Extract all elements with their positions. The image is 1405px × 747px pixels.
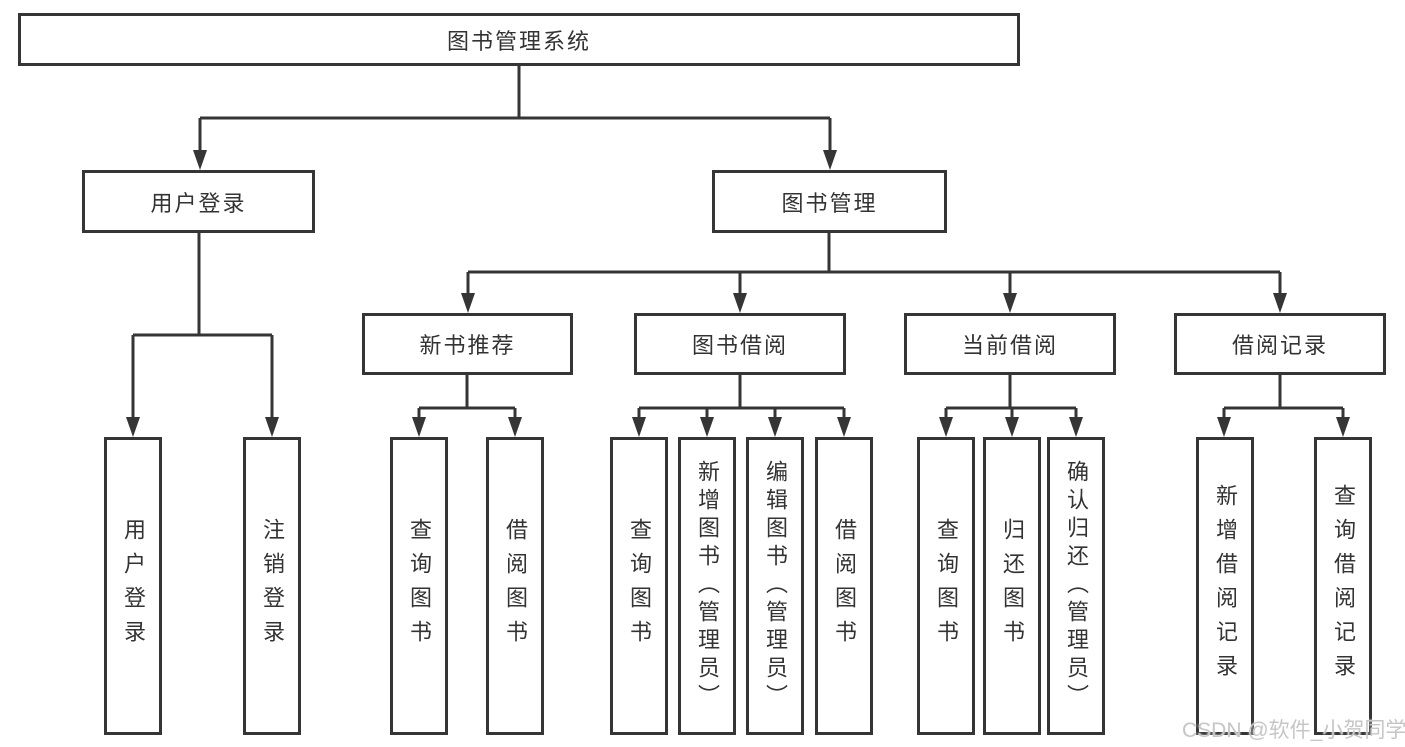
node-leaf-query-books-1: 查询图书 bbox=[390, 437, 448, 735]
node-leaf-query-borrow-record-label: 查询借阅记录 bbox=[1331, 484, 1356, 688]
node-leaf-add-borrow-record: 新增借阅记录 bbox=[1196, 437, 1254, 735]
node-leaf-borrow-books-1-label: 借阅图书 bbox=[503, 518, 528, 654]
node-new-book-recommend: 新书推荐 bbox=[362, 313, 573, 375]
node-leaf-borrow-books-2: 借阅图书 bbox=[815, 437, 873, 735]
node-user-login: 用户登录 bbox=[82, 170, 315, 233]
node-leaf-logout-label: 注销登录 bbox=[260, 518, 285, 654]
node-leaf-add-books-admin-label: 新增图书（管理员） bbox=[695, 460, 720, 712]
node-leaf-logout: 注销登录 bbox=[243, 437, 301, 735]
node-leaf-return-books: 归还图书 bbox=[983, 437, 1041, 735]
node-user-login-label: 用户登录 bbox=[150, 190, 247, 216]
node-leaf-user-login: 用户登录 bbox=[104, 437, 162, 735]
node-leaf-borrow-books-2-label: 借阅图书 bbox=[832, 518, 857, 654]
node-leaf-confirm-return-admin: 确认归还（管理员） bbox=[1047, 437, 1105, 735]
node-leaf-add-borrow-record-label: 新增借阅记录 bbox=[1213, 484, 1238, 688]
node-leaf-query-books-3: 查询图书 bbox=[917, 437, 975, 735]
node-borrow-records: 借阅记录 bbox=[1174, 313, 1386, 375]
node-leaf-query-books-1-label: 查询图书 bbox=[407, 518, 432, 654]
node-leaf-add-books-admin: 新增图书（管理员） bbox=[678, 437, 736, 735]
node-current-borrow-label: 当前借阅 bbox=[961, 333, 1058, 358]
node-leaf-query-borrow-record: 查询借阅记录 bbox=[1314, 437, 1372, 735]
node-leaf-return-books-label: 归还图书 bbox=[1000, 518, 1025, 654]
node-leaf-borrow-books-1: 借阅图书 bbox=[486, 437, 544, 735]
node-book-borrow-label: 图书借阅 bbox=[691, 333, 788, 358]
node-borrow-records-label: 借阅记录 bbox=[1231, 333, 1328, 358]
node-book-management-label: 图书管理 bbox=[781, 190, 878, 216]
node-root: 图书管理系统 bbox=[18, 13, 1020, 66]
node-leaf-edit-books-admin-label: 编辑图书（管理员） bbox=[763, 460, 788, 712]
node-leaf-query-books-3-label: 查询图书 bbox=[934, 518, 959, 654]
node-leaf-query-books-2: 查询图书 bbox=[610, 437, 668, 735]
node-leaf-confirm-return-admin-label: 确认归还（管理员） bbox=[1064, 460, 1089, 712]
node-leaf-query-books-2-label: 查询图书 bbox=[627, 518, 652, 654]
node-current-borrow: 当前借阅 bbox=[904, 313, 1116, 375]
node-root-label: 图书管理系统 bbox=[446, 28, 591, 54]
node-book-management: 图书管理 bbox=[712, 170, 947, 233]
node-leaf-user-login-label: 用户登录 bbox=[121, 518, 146, 654]
node-book-borrow: 图书借阅 bbox=[634, 313, 846, 375]
csdn-watermark: CSDN @软件_小贺同学 bbox=[1182, 719, 1405, 742]
node-leaf-edit-books-admin: 编辑图书（管理员） bbox=[746, 437, 804, 735]
node-new-book-recommend-label: 新书推荐 bbox=[419, 333, 516, 358]
